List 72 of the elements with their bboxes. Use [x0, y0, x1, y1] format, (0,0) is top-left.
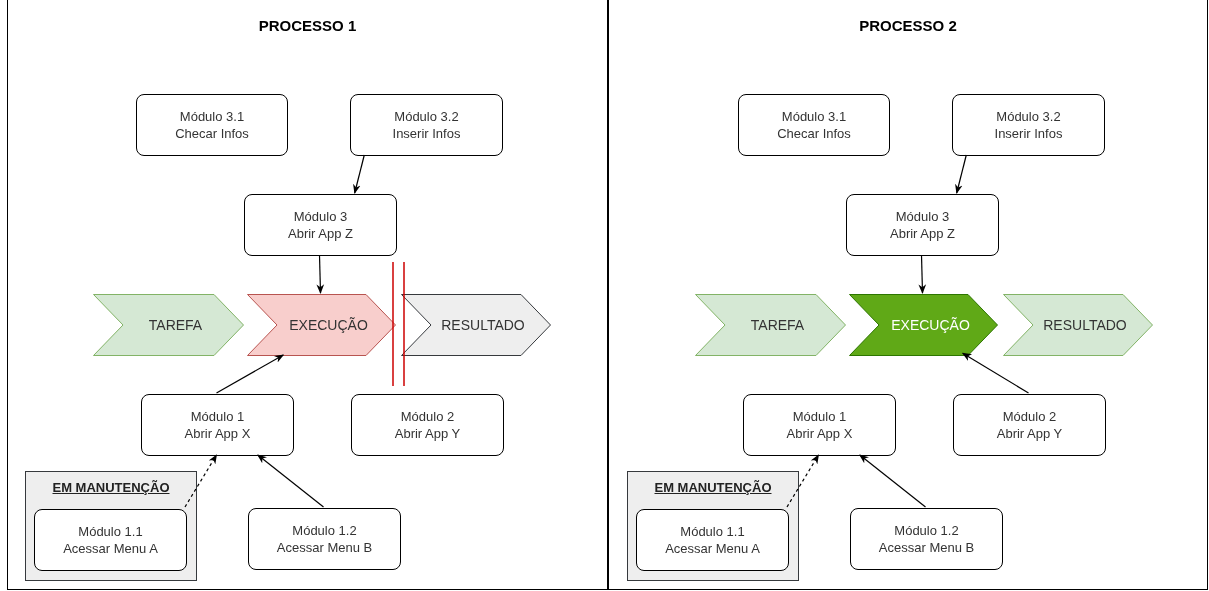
- module-title: Módulo 3: [895, 208, 950, 225]
- step-label: EXECUÇÃO: [891, 317, 970, 333]
- module-title: Módulo 2: [400, 408, 455, 425]
- arrow: [257, 454, 325, 508]
- chevron-step: [849, 294, 998, 356]
- process-panel: [7, 0, 608, 590]
- module-box: [141, 394, 294, 456]
- chevron-step: [401, 294, 551, 356]
- module-title: Módulo 1.2: [292, 522, 357, 539]
- module-title: Módulo 3.1: [179, 108, 245, 125]
- arrow: [918, 254, 927, 294]
- module-description: Acessar Menu A: [63, 540, 158, 557]
- module-box: [850, 508, 1003, 570]
- arrow: [786, 454, 820, 508]
- panel-title: PROCESSO 1: [258, 16, 357, 36]
- module-title: Módulo 1.2: [894, 522, 959, 539]
- module-title: Módulo 1.1: [78, 523, 143, 540]
- arrow: [184, 454, 218, 508]
- module-box: [244, 194, 397, 256]
- module-description: Abrir App Z: [890, 225, 955, 242]
- module-box: [351, 394, 504, 456]
- module-title: Módulo 1.1: [680, 523, 745, 540]
- module-box: [743, 394, 896, 456]
- process-panel: [608, 0, 1208, 590]
- chevron-step: [247, 294, 396, 356]
- arrow: [353, 154, 365, 194]
- step-label: TAREFA: [750, 317, 805, 333]
- module-box: [953, 394, 1106, 456]
- step-label: RESULTADO: [1043, 317, 1127, 333]
- module-description: Abrir App Y: [394, 425, 461, 442]
- arrow: [215, 354, 285, 394]
- step-label: EXECUÇÃO: [289, 317, 368, 333]
- module-description: Abrir App Z: [288, 225, 353, 242]
- module-box: [738, 94, 890, 156]
- maintenance-group: [627, 471, 799, 581]
- module-box: [34, 509, 187, 571]
- module-box: [636, 509, 789, 571]
- module-title: Módulo 3.1: [781, 108, 847, 125]
- module-description: Acessar Menu B: [276, 539, 373, 556]
- module-description: Inserir Infos: [994, 125, 1063, 142]
- module-description: Checar Infos: [777, 125, 851, 142]
- module-description: Checar Infos: [175, 125, 249, 142]
- module-title: Módulo 1: [792, 408, 847, 425]
- maintenance-group: [25, 471, 197, 581]
- step-label: RESULTADO: [441, 317, 525, 333]
- module-title: Módulo 3.2: [996, 108, 1061, 125]
- group-title: EM MANUTENÇÃO: [52, 479, 170, 497]
- panel-title: PROCESSO 2: [859, 16, 957, 36]
- module-box: [350, 94, 503, 156]
- module-title: Módulo 2: [1002, 408, 1057, 425]
- chevron-step: [1003, 294, 1153, 356]
- module-box: [846, 194, 999, 256]
- arrow: [316, 254, 325, 294]
- arrow: [859, 454, 927, 508]
- module-title: Módulo 3: [293, 208, 348, 225]
- module-description: Abrir App X: [184, 425, 251, 442]
- module-description: Abrir App Y: [996, 425, 1063, 442]
- arrow: [961, 352, 1030, 394]
- arrow: [955, 154, 967, 194]
- module-description: Acessar Menu B: [878, 539, 975, 556]
- group-title: EM MANUTENÇÃO: [654, 479, 772, 497]
- module-description: Acessar Menu A: [665, 540, 760, 557]
- module-box: [248, 508, 401, 570]
- chevron-step: [695, 294, 846, 356]
- module-title: Módulo 3.2: [394, 108, 459, 125]
- step-label: TAREFA: [148, 317, 203, 333]
- module-description: Inserir Infos: [392, 125, 461, 142]
- module-title: Módulo 1: [190, 408, 245, 425]
- chevron-step: [93, 294, 244, 356]
- module-box: [136, 94, 288, 156]
- module-description: Abrir App X: [786, 425, 853, 442]
- module-box: [952, 94, 1105, 156]
